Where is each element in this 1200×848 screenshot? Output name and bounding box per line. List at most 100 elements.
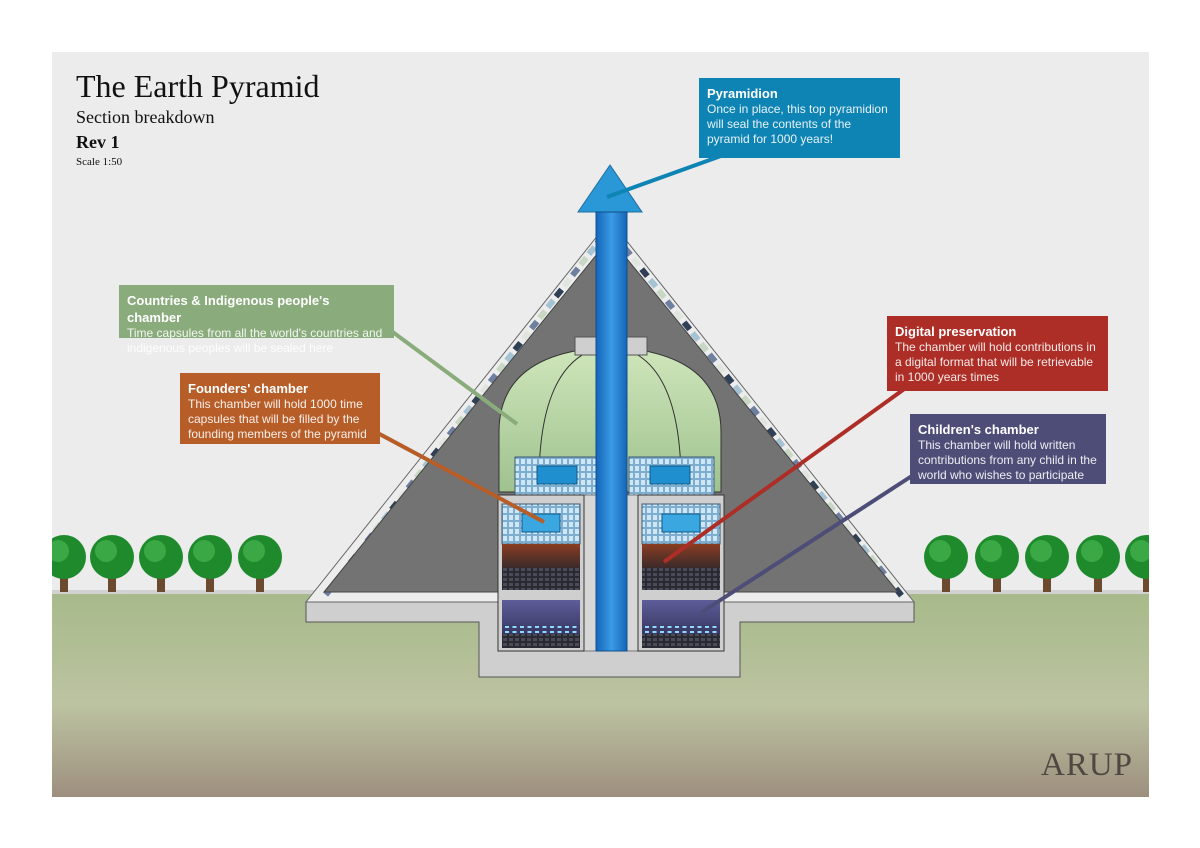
chamber-light [645,626,649,628]
chamber-light [660,631,664,633]
cladding-tile [504,351,515,363]
chamber-light [675,631,679,633]
callout-digital-title: Digital preservation [895,324,1017,339]
cladding-tile [537,309,548,320]
children-rack-right [642,634,720,648]
callout-founders-chamber: Founders' chamber This chamber will hold… [180,373,380,444]
leader-children [700,470,920,614]
cladding-tile [454,415,466,427]
founders-screen [521,513,561,533]
cladding-tile [681,320,693,332]
diagram-title: The Earth Pyramid [76,68,320,104]
cladding-tile [545,298,556,310]
chamber-light [535,631,539,633]
digital-lower-rack [642,568,720,590]
cladding-tile [586,245,597,256]
cladding-tile [487,372,499,384]
chamber-light [697,626,702,628]
tree [924,535,968,592]
leader-digital [662,380,916,564]
founders-chamber-floor [502,544,580,568]
callout-founders-title: Founders' chamber [188,381,309,396]
chamber-light [675,626,679,628]
trees-right [924,535,1149,592]
callout-countries-title: Countries & Indigenous people's chamber [127,293,330,325]
chamber-light [550,631,554,633]
chamber-light [572,626,577,628]
diagram-frame: The Earth Pyramid Section breakdown Rev … [52,52,1149,797]
tree [1076,535,1120,592]
chamber-light [712,631,717,633]
tree [188,535,232,592]
cladding-tile [851,533,862,545]
callout-countries-body: Time capsules from all the world's count… [127,326,383,355]
chamber-light [697,631,702,633]
leader-founders [371,428,545,524]
chamber-light [652,626,657,628]
pyramid-section-drawing [52,52,1149,797]
chamber-light [520,631,524,633]
callout-pyramidion: Pyramidion Once in place, this top pyram… [699,78,900,158]
lights-left [505,626,577,633]
callout-children-title: Children's chamber [918,422,1039,437]
chamber-light [667,631,672,633]
chamber-light [572,631,577,633]
cladding-tile [630,256,642,268]
chamber-light [535,626,539,628]
cladding-tile [732,384,743,396]
tree [139,535,183,592]
cladding-tile [690,331,701,342]
central-shaft [595,211,628,652]
cladding-tile [520,330,532,342]
cladding-tile [639,267,650,279]
callout-countries-chamber: Countries & Indigenous people's chamber … [119,285,394,355]
tree [1025,535,1069,592]
chamber-light [527,631,532,633]
digital-screen [661,513,701,533]
chamber-light [667,626,672,628]
cladding-tile [647,277,659,289]
chamber-light [652,631,657,633]
chamber-light [512,626,517,628]
children-rack-left [502,634,580,648]
callout-children-body: This chamber will hold written contribut… [918,438,1097,482]
chamber-light [645,631,649,633]
tree [1125,535,1149,592]
tree [238,535,282,592]
founders-lower-rack [502,568,580,590]
upper-screen-right [649,465,691,485]
cladding-tile [783,448,794,460]
chamber-light [527,626,532,628]
cladding-tile [438,436,449,448]
chamber-light [682,626,687,628]
leader-countries [388,328,519,426]
callout-pyramidion-title: Pyramidion [707,86,778,101]
cladding-tile [570,266,581,278]
cladding-tile [446,426,458,437]
tree [52,535,86,592]
chamber-light [705,626,709,628]
tree [90,535,134,592]
chamber-light [512,631,517,633]
cladding-tile [808,480,820,491]
chamber-light [660,626,664,628]
cladding-tile [553,287,564,299]
cladding-tile [496,362,507,374]
chamber-light [565,626,569,628]
cladding-tile [842,522,854,534]
cladding-tile [673,309,684,321]
chamber-light [505,626,509,628]
revision-label: Rev 1 [76,132,120,152]
chamber-light [682,631,687,633]
chamber-light [565,631,569,633]
trees-left [52,535,282,592]
cladding-tile [800,469,811,481]
cladding-tile [757,416,769,428]
callout-digital-body: The chamber will hold contributions in a… [895,340,1096,384]
cladding-tile [561,277,573,288]
cladding-tile [715,363,726,374]
chamber-light [712,626,717,628]
cladding-tile [774,437,786,449]
chamber-light [550,626,554,628]
chamber-light [705,631,709,633]
